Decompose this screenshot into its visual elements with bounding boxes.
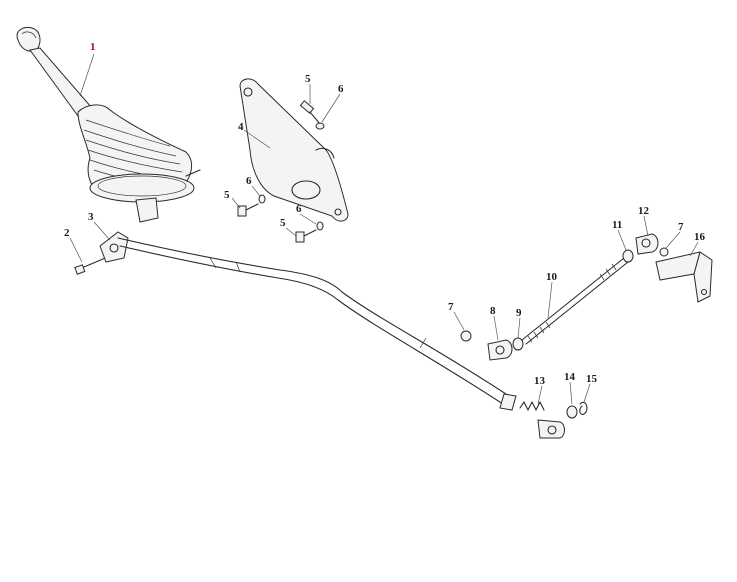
shift-knob	[16, 27, 41, 52]
callout-6-top: 6	[338, 83, 344, 95]
boot-base-ring	[89, 173, 195, 203]
callout-2: 2	[64, 227, 70, 239]
callout-16: 16	[694, 231, 705, 243]
rod-end-lower	[537, 419, 565, 439]
shift-lever-stem	[29, 47, 93, 117]
callout-5-bottom: 5	[280, 217, 286, 229]
clip-15	[579, 401, 588, 415]
leader-lines	[69, 53, 699, 405]
nut-14	[566, 405, 578, 419]
washer-6-left	[258, 194, 266, 204]
bolt-5-left	[237, 203, 259, 217]
callout-6-bottom: 6	[296, 203, 302, 215]
callout-9: 9	[516, 307, 522, 319]
nut-7-lower	[460, 330, 472, 342]
mount-bracket-16	[655, 251, 713, 303]
callout-6-left: 6	[246, 175, 252, 187]
callout-14: 14	[564, 371, 575, 383]
washer-6-top	[315, 122, 325, 130]
main-shift-rod	[117, 237, 517, 411]
callout-5-top: 5	[305, 73, 311, 85]
ball-joint-8	[487, 339, 513, 361]
spring-13	[519, 401, 545, 411]
bolt-5-bottom	[295, 229, 317, 243]
callout-3: 3	[88, 211, 94, 223]
shift-lever-assembly	[16, 27, 201, 223]
callout-15: 15	[586, 373, 597, 385]
nut-7-upper	[659, 247, 669, 257]
nut-11	[622, 249, 634, 263]
clevis-3	[99, 231, 129, 263]
callout-7-lower: 7	[448, 301, 454, 313]
callout-12: 12	[638, 205, 649, 217]
bolt-5-top	[299, 100, 321, 125]
callout-7-upper: 7	[678, 221, 684, 233]
washer-6-bottom	[316, 221, 324, 231]
callout-1: 1	[90, 41, 96, 53]
bracket-plate	[239, 78, 349, 222]
callout-5-left: 5	[224, 189, 230, 201]
callout-8: 8	[490, 305, 496, 317]
tie-rod-10	[521, 257, 629, 345]
callout-13: 13	[534, 375, 545, 387]
callout-10: 10	[546, 271, 557, 283]
callout-4: 4	[238, 121, 244, 133]
ball-joint-12	[635, 233, 659, 255]
callout-11: 11	[612, 219, 623, 231]
